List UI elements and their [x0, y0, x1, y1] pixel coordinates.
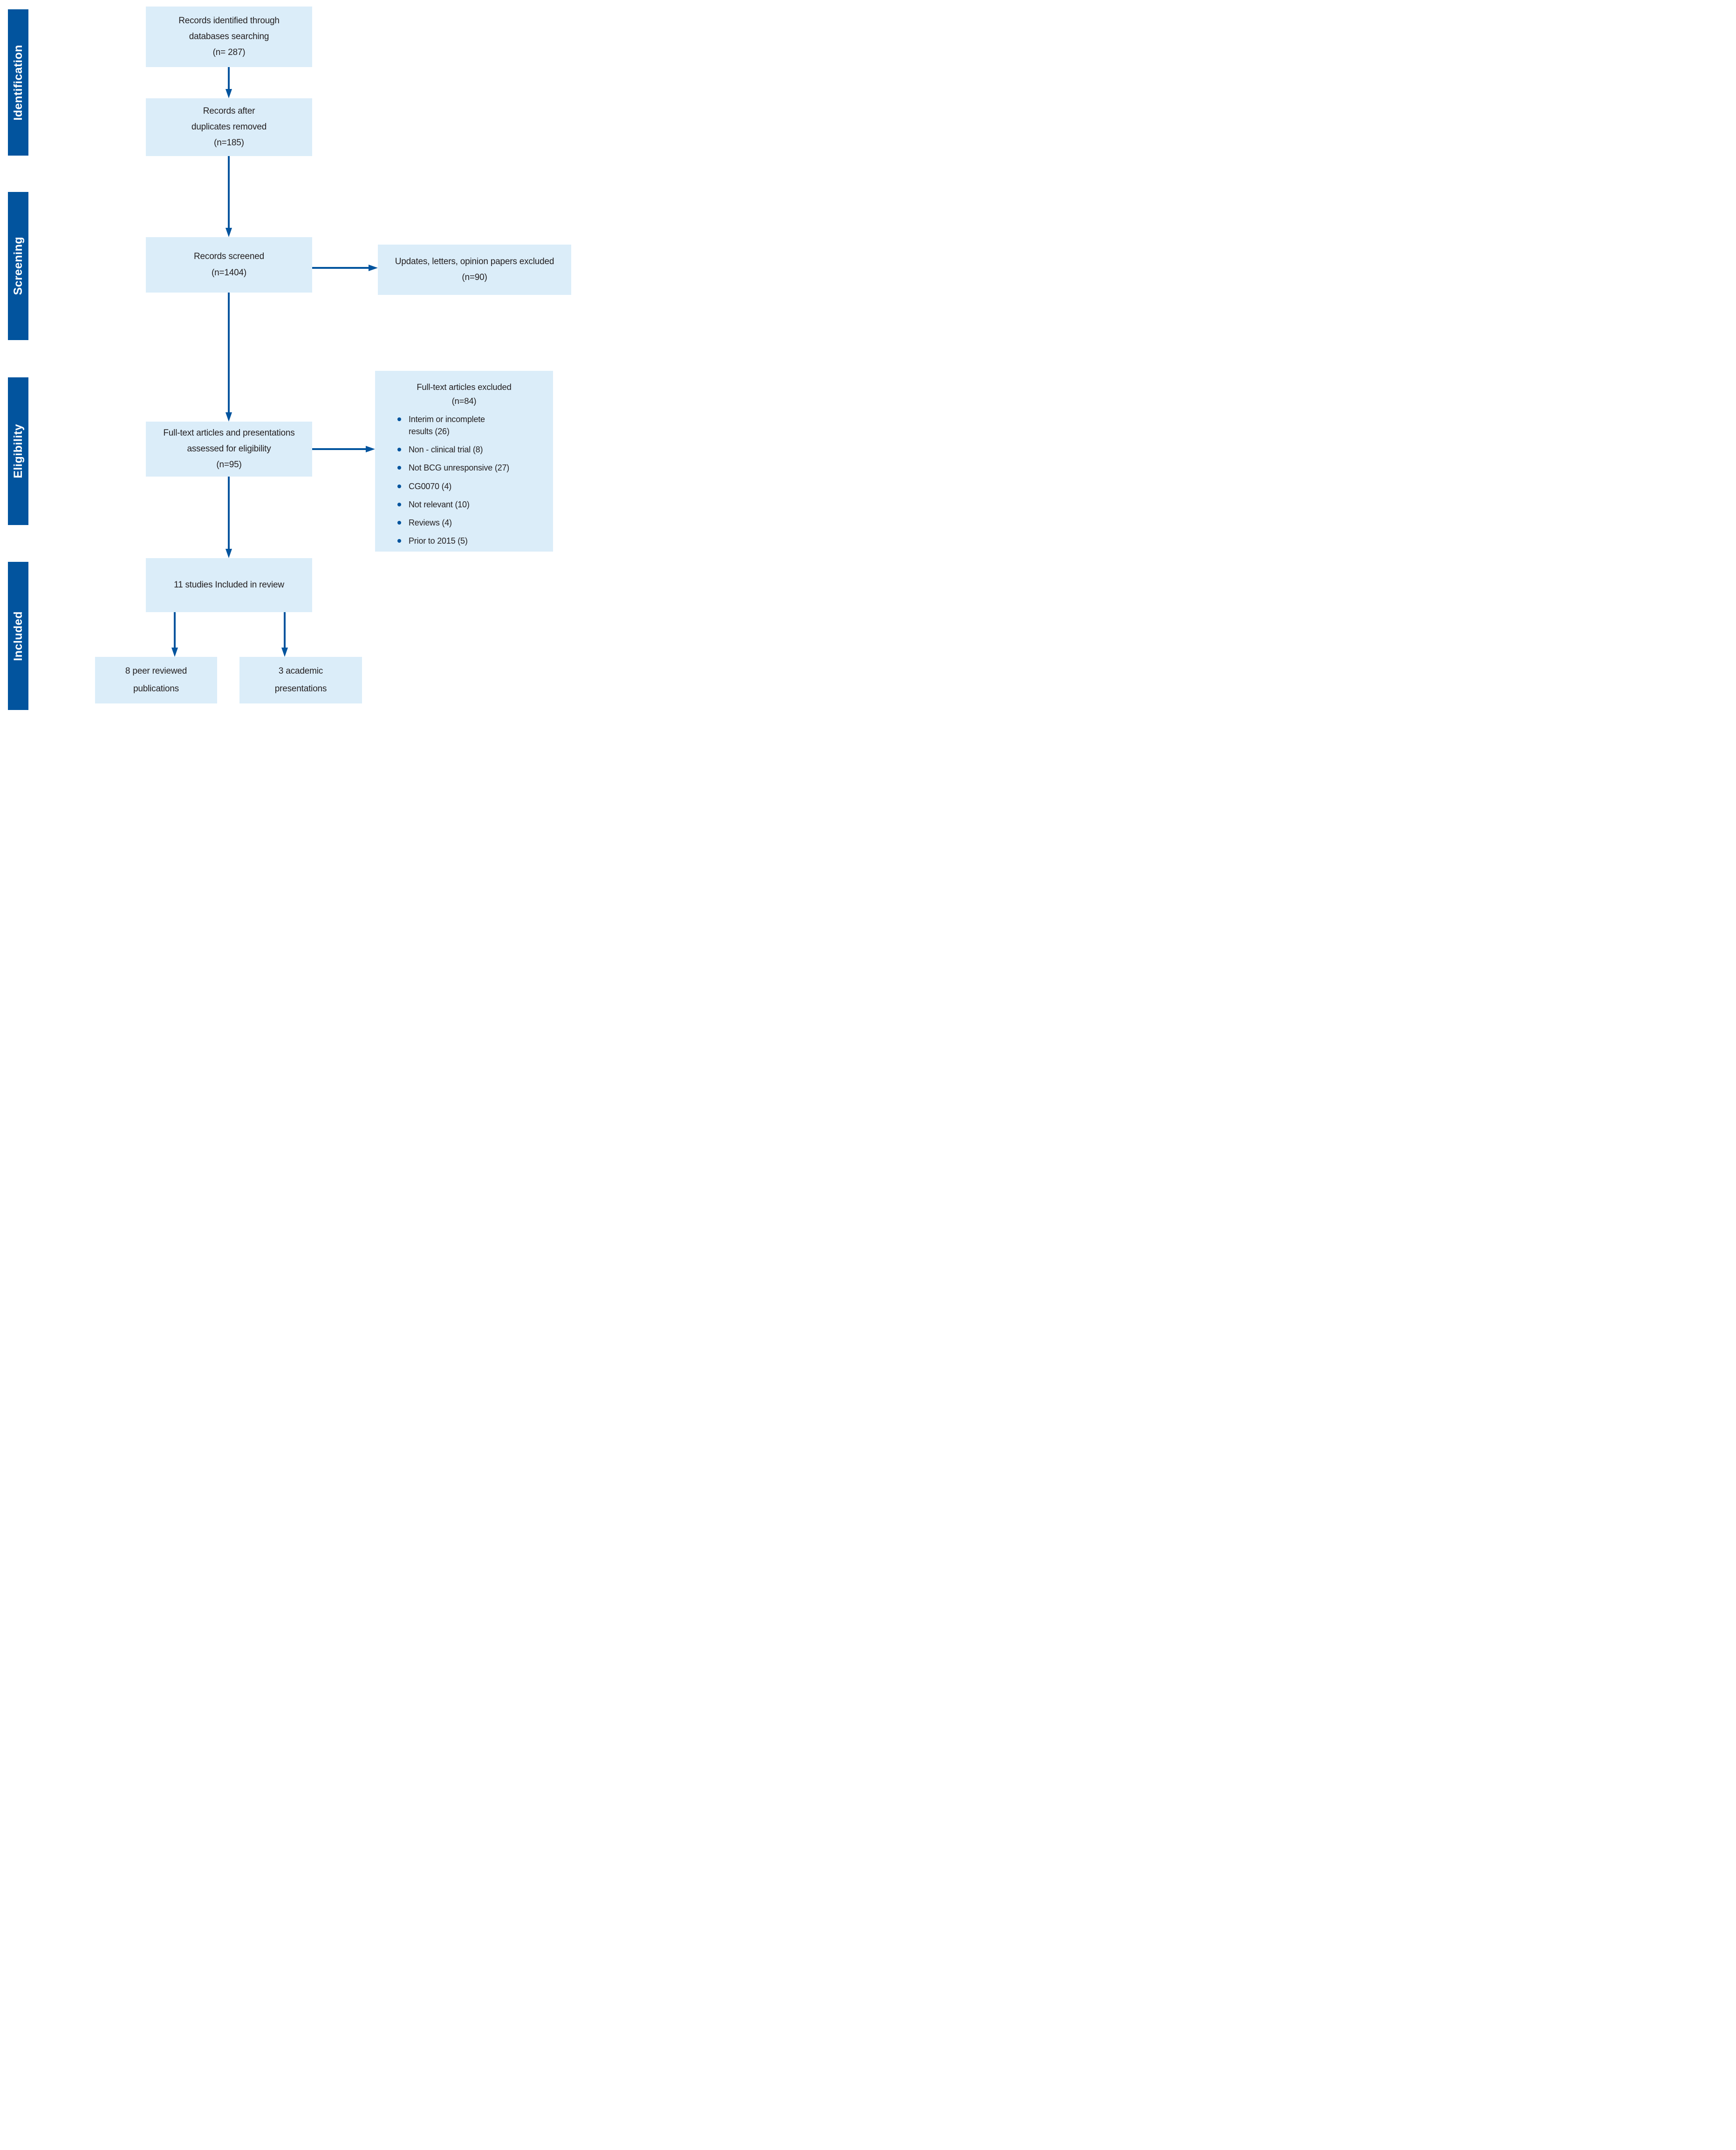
exclusion-reason-item: Interim or incomplete results (26) — [397, 413, 545, 437]
arrow-head-right-icon — [366, 446, 375, 452]
bullet-dot-icon — [397, 539, 401, 543]
exclusion-reason-item: Prior to 2015 (5) — [397, 535, 545, 547]
exclusion-reason-text: Not BCG unresponsive (27) — [409, 463, 510, 473]
arrow-head-down-icon — [171, 648, 178, 657]
box-studies-included-text: 11 studies Included in review — [174, 580, 284, 590]
bullet-dot-icon — [397, 520, 401, 525]
box-academic-presentations-text: 3 academic presentations — [274, 666, 327, 694]
arrow-line — [174, 612, 176, 648]
arrow-line — [312, 448, 366, 450]
arrow-line — [228, 156, 230, 228]
box-fulltext-excluded: Full-text articles excluded (n=84) Inter… — [375, 371, 553, 552]
exclusion-reason-item: Not relevant (10) — [397, 498, 545, 511]
stage-bar-identification: Identification — [8, 9, 28, 156]
box-records-screened-text: Records screened (n=1404) — [194, 252, 264, 278]
arrow-head-right-icon — [369, 265, 378, 271]
box-peer-reviewed-text: 8 peer reviewed publications — [125, 666, 187, 694]
exclusion-reason-item: Reviews (4) — [397, 517, 545, 529]
arrow-head-down-icon — [226, 89, 232, 98]
arrow-line — [312, 267, 369, 269]
exclusion-reason-item: CG0070 (4) — [397, 480, 545, 492]
arrow-head-down-icon — [281, 648, 288, 657]
arrow-head-down-icon — [226, 549, 232, 558]
arrow-line — [228, 293, 230, 412]
box-studies-included: 11 studies Included in review — [146, 558, 312, 612]
bullet-dot-icon — [397, 417, 401, 422]
box-records-deduplicated: Records after duplicates removed (n=185) — [146, 98, 312, 156]
stage-label-screening: Screening — [11, 237, 25, 295]
box-records-deduplicated-text: Records after duplicates removed (n=185) — [191, 106, 267, 148]
box-fulltext-assessed-text: Full-text articles and presentations ass… — [163, 428, 295, 470]
box-peer-reviewed: 8 peer reviewed publications — [95, 657, 217, 703]
stage-bar-screening: Screening — [8, 192, 28, 340]
exclusion-reason-text: Interim or incomplete results (26) — [409, 415, 485, 437]
box-fulltext-excluded-title: Full-text articles excluded (n=84) — [417, 382, 512, 406]
exclusion-reason-text: Reviews (4) — [409, 518, 452, 527]
exclusion-reason-item: Not BCG unresponsive (27) — [397, 462, 545, 474]
box-records-identified: Records identified through databases sea… — [146, 7, 312, 67]
exclusion-reason-text: Not relevant (10) — [409, 499, 470, 509]
arrow-line — [284, 612, 286, 648]
box-screening-excluded-text: Updates, letters, opinion papers exclude… — [395, 256, 554, 282]
stage-bar-included: Included — [8, 562, 28, 710]
stage-label-included: Included — [11, 611, 25, 661]
box-screening-excluded: Updates, letters, opinion papers exclude… — [378, 245, 571, 295]
stage-label-eligibility: Eligibility — [11, 424, 25, 478]
box-records-identified-text: Records identified through databases sea… — [178, 15, 280, 58]
box-fulltext-assessed: Full-text articles and presentations ass… — [146, 422, 312, 477]
arrow-line — [228, 67, 230, 90]
bullet-dot-icon — [397, 484, 401, 488]
bullet-dot-icon — [397, 448, 401, 452]
exclusion-reason-text: CG0070 (4) — [409, 481, 452, 491]
prisma-flow-diagram: Identification Screening Eligibility Inc… — [0, 0, 579, 717]
exclusion-reason-text: Prior to 2015 (5) — [409, 536, 468, 546]
bullet-dot-icon — [397, 502, 401, 506]
stage-bar-eligibility: Eligibility — [8, 377, 28, 525]
arrow-head-down-icon — [226, 228, 232, 237]
stage-label-identification: Identification — [11, 44, 25, 121]
arrow-line — [228, 477, 230, 549]
exclusion-reason-item: Non - clinical trial (8) — [397, 444, 545, 456]
bullet-dot-icon — [397, 466, 401, 470]
arrow-head-down-icon — [226, 412, 232, 422]
box-records-screened: Records screened (n=1404) — [146, 237, 312, 293]
exclusion-reason-text: Non - clinical trial (8) — [409, 445, 483, 455]
box-academic-presentations: 3 academic presentations — [239, 657, 362, 703]
